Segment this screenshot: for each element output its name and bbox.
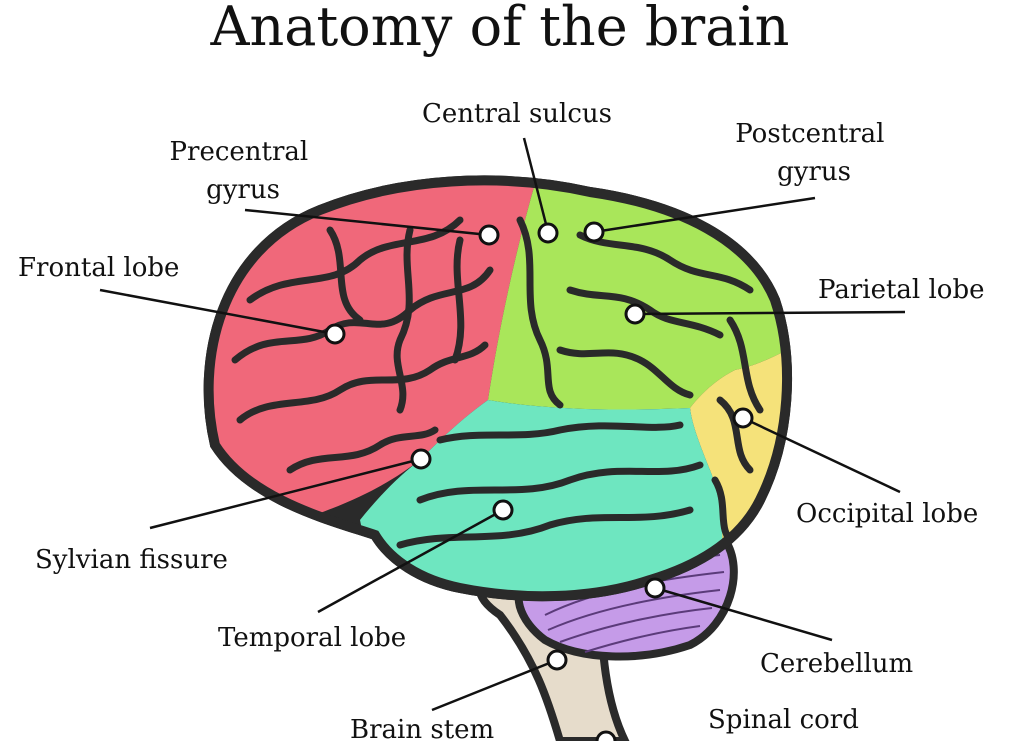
gyri-lines [231, 216, 764, 549]
label-temporal-lobe: Temporal lobe [218, 623, 406, 653]
leader-brain-stem [431, 658, 558, 712]
leader-postcentral [593, 196, 816, 234]
dot-cerebellum [644, 577, 666, 599]
leader-temporal [317, 508, 504, 614]
leader-cerebellum [654, 586, 833, 642]
leader-frontal [99, 288, 336, 336]
cerebrum [203, 175, 792, 602]
temporal-lobe-region [360, 400, 723, 597]
dot-precentral [478, 224, 500, 246]
label-postcentral-line2: gyrus [777, 157, 851, 187]
leader-central-sulcus [522, 137, 550, 233]
leader-precentral [244, 208, 490, 237]
dot-spinal-cord [595, 730, 617, 746]
label-frontal-lobe: Frontal lobe [18, 253, 179, 283]
label-occipital-lobe: Occipital lobe [796, 499, 978, 529]
label-sylvian-fissure: Sylvian fissure [35, 545, 228, 575]
label-cerebellum: Cerebellum [760, 649, 913, 679]
leader-parietal [634, 310, 906, 316]
label-postcentral-line1: Postcentral [735, 119, 884, 149]
label-precentral-line2: gyrus [206, 175, 280, 205]
label-spinal-cord: Spinal cord [708, 705, 859, 735]
dot-parietal [624, 303, 646, 325]
label-postcentral-gyrus: Postcentral gyrus [735, 119, 893, 187]
label-precentral-line1: Precentral [170, 137, 309, 167]
label-parietal-lobe: Parietal lobe [818, 275, 985, 305]
dot-brain-stem [546, 649, 568, 671]
dot-sylvian [410, 448, 432, 470]
dot-temporal [492, 499, 514, 521]
dot-central-sulcus [537, 222, 559, 244]
label-central-sulcus: Central sulcus [422, 99, 612, 129]
label-brain-stem: Brain stem [350, 715, 494, 741]
diagram-title: Anatomy of the brain [210, 0, 790, 58]
leader-occipital [742, 416, 901, 494]
dot-postcentral [583, 221, 605, 243]
leader-sylvian [149, 457, 422, 530]
leader-lines [99, 137, 906, 712]
dot-frontal [324, 323, 346, 345]
label-precentral-gyrus: Precentral gyrus [170, 137, 317, 205]
dot-occipital [732, 407, 754, 429]
